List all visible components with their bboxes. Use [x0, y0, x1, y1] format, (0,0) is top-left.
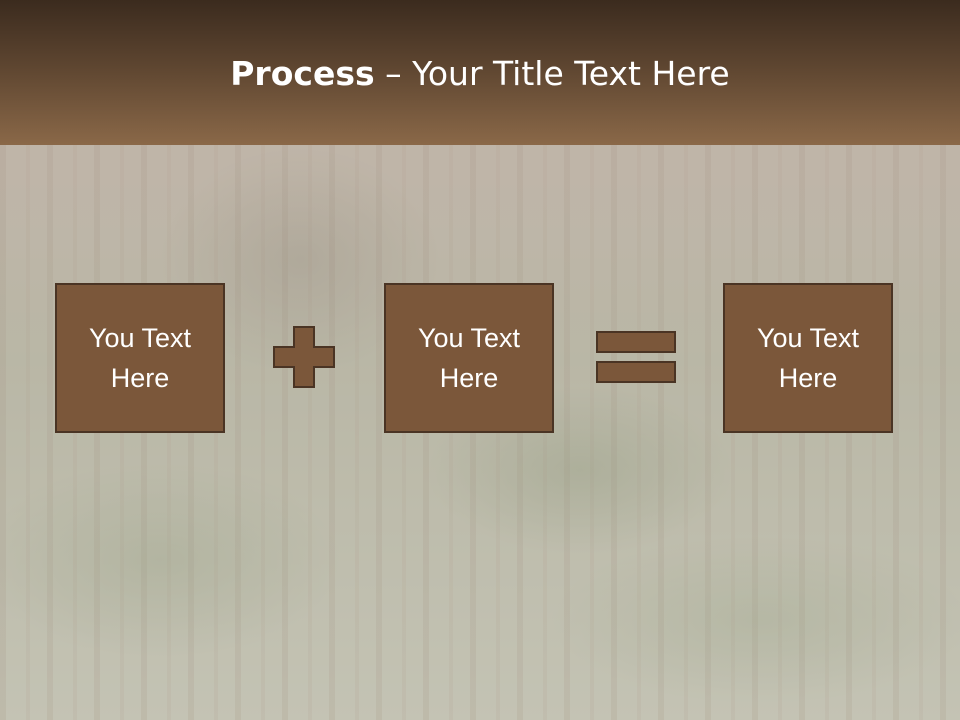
process-box-3-line1: You Text	[756, 323, 860, 353]
slide-title[interactable]: Process – Your Title Text Here	[0, 52, 960, 96]
process-box-1-line1: You Text	[88, 323, 192, 353]
process-box-2-line2: Here	[439, 363, 499, 393]
title-regular-part: – Your Title Text Here	[374, 54, 730, 93]
process-box-2-line1: You Text	[417, 323, 521, 353]
plus-icon[interactable]	[273, 326, 335, 388]
process-box-3-line2: Here	[778, 363, 838, 393]
title-bold-part: Process	[230, 54, 375, 93]
title-banner: Process – Your Title Text Here	[0, 0, 960, 145]
equals-icon[interactable]	[596, 331, 676, 383]
process-box-1-line2: Here	[110, 363, 170, 393]
